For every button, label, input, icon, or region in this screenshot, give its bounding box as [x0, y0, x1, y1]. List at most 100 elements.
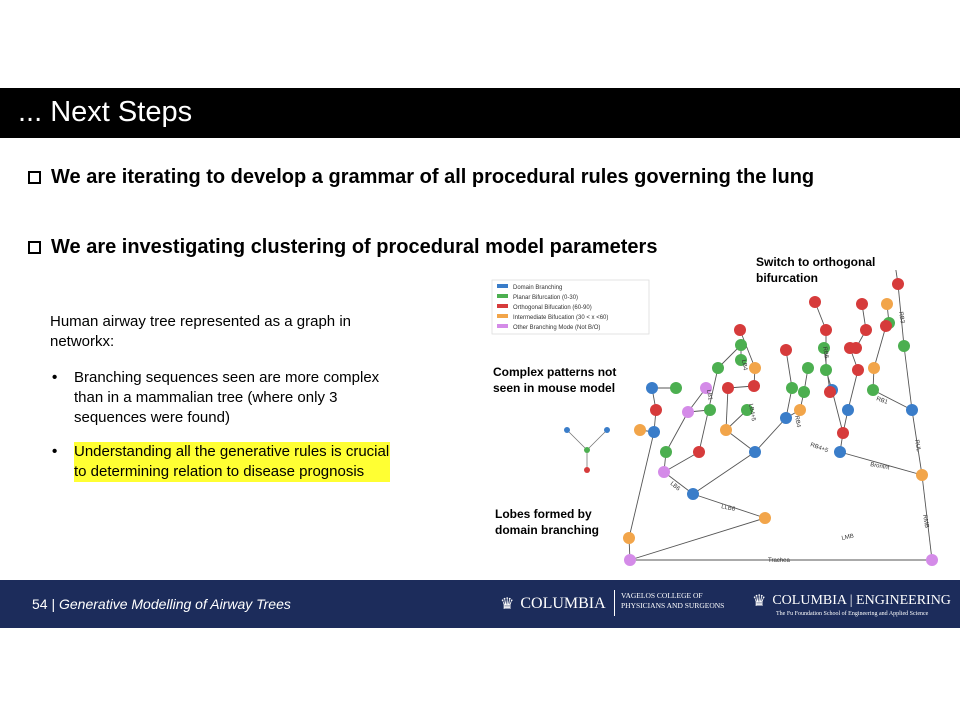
graph-node: [650, 404, 662, 416]
graph-nodes: [623, 278, 938, 566]
graph-node: [786, 382, 798, 394]
graph-node: [660, 446, 672, 458]
crown-icon: ♛: [752, 593, 767, 610]
legend-swatch-planar: [497, 294, 508, 298]
legend-label-other: Other Branching Mode (Not B/O): [513, 325, 600, 331]
graph-node: [722, 382, 734, 394]
footer-page-info: 54 | Generative Modelling of Airway Tree…: [32, 596, 291, 612]
engineering-logo-subtext: The Fu Foundation School of Engineering …: [776, 611, 929, 617]
graph-node: [837, 427, 849, 439]
graph-node: [860, 324, 872, 336]
edge-label-lb1: LB1: [705, 389, 713, 401]
slide-title: ... Next Steps: [18, 96, 193, 128]
vagelos-logo: VAGELOS COLLEGE OF PHYSICIANS AND SURGEO…: [621, 591, 724, 611]
footer-bar: 54 | Generative Modelling of Airway Tree…: [0, 580, 960, 628]
graph-node: [867, 384, 879, 396]
crown-icon: ♛: [500, 596, 515, 613]
graph-node: [749, 446, 761, 458]
graph-node: [906, 404, 918, 416]
graph-node: [809, 296, 821, 308]
graph-node: [881, 298, 893, 310]
legend-swatch-domain: [497, 284, 508, 288]
graph-edge: [754, 417, 787, 453]
graph-edge: [663, 451, 700, 473]
graph-node: [820, 324, 832, 336]
graph-node: [735, 339, 747, 351]
graph-node: [824, 386, 836, 398]
legend-swatch-other: [497, 324, 508, 328]
graph-node: [741, 404, 753, 416]
legend-swatch-intermediate: [497, 314, 508, 318]
graph-edge: [911, 409, 923, 476]
legend-label-domain: Domain Branching: [513, 285, 562, 291]
graph-edge: [692, 451, 756, 495]
graph-edge: [847, 369, 859, 411]
vagelos-line1: VAGELOS COLLEGE OF: [621, 591, 703, 600]
graph-node: [648, 426, 660, 438]
graph-node: [623, 532, 635, 544]
graph-edge: [897, 283, 905, 347]
graph-node: [852, 364, 864, 376]
graph-edge: [665, 411, 689, 453]
graph-edge: [725, 387, 729, 431]
inset-mini-tree: [564, 427, 610, 473]
graph-node: [634, 424, 646, 436]
edge-label-lb4: LB4: [740, 359, 748, 371]
graph-node: [687, 488, 699, 500]
graph-edge: [739, 329, 756, 369]
checkbox-bullet-icon: [28, 241, 41, 254]
graph-node: [759, 512, 771, 524]
edge-label-llb6: LLB6: [721, 504, 737, 513]
graph-node: [868, 362, 880, 374]
intro-text: Human airway tree represented as a graph…: [50, 313, 351, 350]
title-bar: ... Next Steps: [0, 88, 960, 138]
bullet-dot-icon: •: [52, 443, 58, 460]
graph-node: [624, 554, 636, 566]
engineering-logo-text: COLUMBIA | ENGINEERING: [772, 593, 951, 608]
graph-node: [820, 364, 832, 376]
graph-node: [842, 404, 854, 416]
annotation-lobes: Lobes formed by domain branching: [495, 507, 600, 537]
bullet-grammar: We are iterating to develop a grammar of…: [28, 166, 814, 189]
edge-label-rb4-5: RB4+5: [809, 442, 829, 454]
logo-divider: [614, 590, 615, 616]
bullet-clustering: We are investigating clustering of proce…: [28, 236, 657, 259]
graph-edge: [903, 345, 913, 411]
legend-label-planar: Planar Bifurcation (0-30): [513, 295, 578, 301]
graph-node: [670, 382, 682, 394]
graph-edge: [692, 493, 766, 519]
graph-node: [926, 554, 938, 566]
edge-label-rb4: RB4: [793, 415, 801, 428]
edge-label-lmb: LMB: [841, 534, 854, 542]
graph-edge: [663, 471, 694, 495]
graph-node: [646, 382, 658, 394]
footer-page-title: Generative Modelling of Airway Trees: [59, 596, 291, 612]
sub-bullet-text-highlighted: Understanding all the generative rules i…: [74, 442, 390, 482]
airway-tree-graph: Domain Branching Planar Bifurcation (0-3…: [491, 270, 938, 566]
graph-edge: [873, 325, 887, 369]
annotation-complex: Complex patterns not seen in mouse model: [493, 365, 617, 395]
graph-node: [693, 446, 705, 458]
graph-edge: [872, 389, 913, 411]
columbia-engineering-logo: ♛ COLUMBIA | ENGINEERING: [752, 591, 951, 611]
graph-edge: [831, 389, 844, 434]
graph-node: [880, 320, 892, 332]
graph-node: [748, 380, 760, 392]
bullet-text: We are investigating clustering of proce…: [51, 236, 658, 258]
graph-node: [798, 386, 810, 398]
graph-node: [794, 404, 806, 416]
graph-node: [780, 344, 792, 356]
legend-label-intermediate: Intermediate Bifucation (30 < x <60): [513, 315, 608, 321]
bullet-dot-icon: •: [52, 369, 58, 386]
edge-label-lb6: LB6: [669, 481, 682, 493]
edge-label-lb4-5: LB4+5: [747, 403, 756, 422]
graph-edge: [839, 451, 923, 476]
graph-edge-labels: Trachea LMB RMB LLB6 BronInt RB4+5 RB1 R…: [669, 311, 930, 564]
graph-edges: [628, 270, 933, 561]
edge-label-rb3: RB3: [897, 311, 905, 324]
graph-node: [720, 424, 732, 436]
graph-node: [834, 446, 846, 458]
legend-label-orthogonal: Orthogonal Bifucation (60-90): [513, 305, 592, 311]
graph-edge: [921, 474, 933, 561]
edge-label-rul: RUL: [913, 439, 921, 453]
